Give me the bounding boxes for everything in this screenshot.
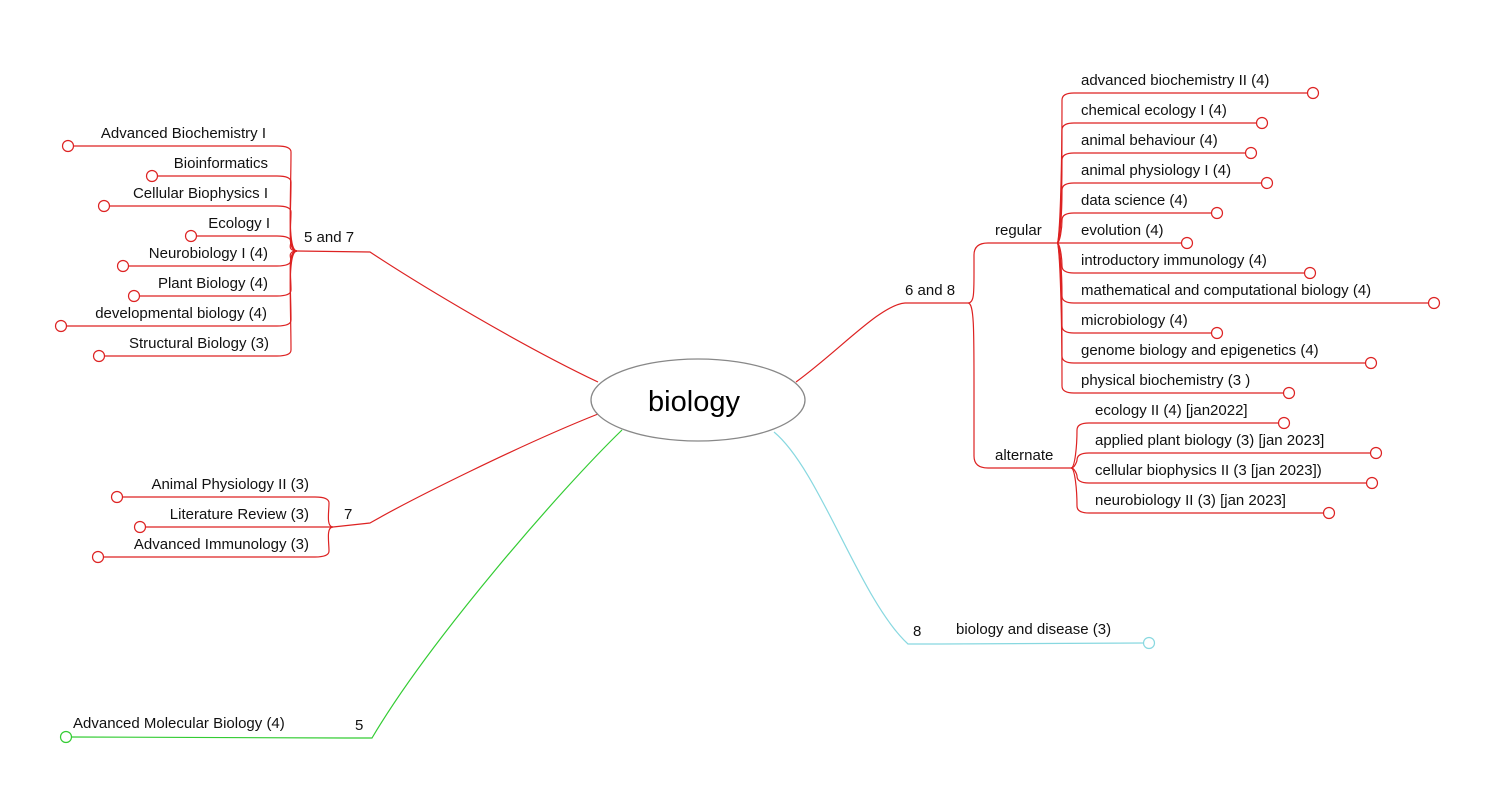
leaf-node-6-and-8[interactable]: introductory immunology (4) xyxy=(1081,252,1267,269)
leaf-node-6-and-8[interactable]: advanced biochemistry II (4) xyxy=(1081,72,1269,89)
collapse-knob-icon[interactable] xyxy=(1306,86,1320,100)
leaf-connector xyxy=(1056,242,1305,274)
collapse-knob-icon[interactable] xyxy=(61,139,75,153)
leaf-node-6-and-8[interactable]: ecology II (4) [jan2022] xyxy=(1095,402,1248,419)
leaf-connector xyxy=(1070,452,1371,469)
branch-connector-5 xyxy=(70,429,623,739)
branch-connector-6-and-8 xyxy=(795,302,968,383)
collapse-knob-icon[interactable] xyxy=(1260,176,1274,190)
leaf-node-5-and-7[interactable]: Neurobiology I (4) xyxy=(149,245,268,262)
leaf-node-6-and-8[interactable]: evolution (4) xyxy=(1081,222,1164,239)
leaf-connector xyxy=(1056,182,1262,244)
collapse-knob-icon[interactable] xyxy=(1244,146,1258,160)
mindmap-nodes: 5 and 7 Advanced Biochemistry I Bioinforma… xyxy=(54,72,1441,744)
collapse-knob-icon[interactable] xyxy=(59,730,73,744)
collapse-knob-icon[interactable] xyxy=(1303,266,1317,280)
branch-label-5-and-7[interactable]: 5 and 7 xyxy=(304,229,354,246)
leaf-node-6-and-8[interactable]: neurobiology II (3) [jan 2023] xyxy=(1095,492,1286,509)
leaf-node-6-and-8[interactable]: cellular biophysics II (3 [jan 2023]) xyxy=(1095,462,1322,479)
subgroup-label[interactable]: regular xyxy=(995,222,1042,239)
collapse-knob-icon[interactable] xyxy=(1180,236,1194,250)
collapse-knob-icon[interactable] xyxy=(1369,446,1383,460)
leaf-node-6-and-8[interactable]: microbiology (4) xyxy=(1081,312,1188,329)
leaf-node-6-and-8[interactable]: chemical ecology I (4) xyxy=(1081,102,1227,119)
collapse-knob-icon[interactable] xyxy=(1210,206,1224,220)
leaf-node-8[interactable]: biology and disease (3) xyxy=(956,621,1111,638)
branch-connector-5-and-7 xyxy=(296,250,599,383)
collapse-knob-icon[interactable] xyxy=(1427,296,1441,310)
subgroup-connector xyxy=(967,302,1071,469)
leaf-node-5-and-7[interactable]: developmental biology (4) xyxy=(95,305,267,322)
leaf-node-5-and-7[interactable]: Advanced Biochemistry I xyxy=(101,125,266,142)
leaf-node-6-and-8[interactable]: animal physiology I (4) xyxy=(1081,162,1231,179)
leaf-connector xyxy=(104,250,298,357)
leaf-connector xyxy=(109,205,298,252)
branch-connector-7 xyxy=(332,413,599,528)
leaf-node-5-and-7[interactable]: Bioinformatics xyxy=(174,155,268,172)
leaf-connector xyxy=(103,526,334,558)
leaf-node-5-and-7[interactable]: Cellular Biophysics I xyxy=(133,185,268,202)
leaf-connector xyxy=(1056,242,1284,394)
collapse-knob-icon[interactable] xyxy=(91,550,105,564)
collapse-knob-icon[interactable] xyxy=(1365,476,1379,490)
leaf-node-6-and-8[interactable]: animal behaviour (4) xyxy=(1081,132,1218,149)
collapse-knob-icon[interactable] xyxy=(1210,326,1224,340)
leaf-connector xyxy=(1056,212,1212,244)
leaf-node-5-and-7[interactable]: Ecology I xyxy=(208,215,270,232)
collapse-knob-icon[interactable] xyxy=(127,289,141,303)
leaf-node-6-and-8[interactable]: mathematical and computational biology (… xyxy=(1081,282,1371,299)
leaf-node-5-and-7[interactable]: Plant Biology (4) xyxy=(158,275,268,292)
collapse-knob-icon[interactable] xyxy=(54,319,68,333)
branch-label-5[interactable]: 5 xyxy=(355,717,363,734)
collapse-knob-icon[interactable] xyxy=(1277,416,1291,430)
leaf-node-7[interactable]: Literature Review (3) xyxy=(170,506,309,523)
collapse-knob-icon[interactable] xyxy=(1364,356,1378,370)
mindmap-connectors xyxy=(66,92,1429,739)
subgroup-label[interactable]: alternate xyxy=(995,447,1053,464)
branch-connector-8 xyxy=(773,431,1145,645)
leaf-connector xyxy=(1070,467,1367,484)
collapse-knob-icon[interactable] xyxy=(184,229,198,243)
leaf-node-5[interactable]: Advanced Molecular Biology (4) xyxy=(73,715,285,732)
central-node-ellipse xyxy=(590,358,806,442)
collapse-knob-icon[interactable] xyxy=(110,490,124,504)
leaf-node-7[interactable]: Advanced Immunology (3) xyxy=(134,536,309,553)
subgroup-connector xyxy=(967,242,1057,304)
branch-label-8[interactable]: 8 xyxy=(913,623,921,640)
collapse-knob-icon[interactable] xyxy=(1282,386,1296,400)
leaf-connector xyxy=(1070,422,1279,469)
leaf-node-7[interactable]: Animal Physiology II (3) xyxy=(151,476,309,493)
collapse-knob-icon[interactable] xyxy=(97,199,111,213)
leaf-node-6-and-8[interactable]: data science (4) xyxy=(1081,192,1188,209)
collapse-knob-icon[interactable] xyxy=(133,520,147,534)
branch-label-6-and-8[interactable]: 6 and 8 xyxy=(905,282,955,299)
collapse-knob-icon[interactable] xyxy=(1255,116,1269,130)
central-node[interactable]: biology xyxy=(590,358,806,442)
collapse-knob-icon[interactable] xyxy=(1142,636,1156,650)
leaf-node-5-and-7[interactable]: Structural Biology (3) xyxy=(129,335,269,352)
branch-label-7[interactable]: 7 xyxy=(344,506,352,523)
central-node-label: biology xyxy=(648,386,740,418)
leaf-node-6-and-8[interactable]: applied plant biology (3) [jan 2023] xyxy=(1095,432,1324,449)
collapse-knob-icon[interactable] xyxy=(145,169,159,183)
collapse-knob-icon[interactable] xyxy=(116,259,130,273)
leaf-connector xyxy=(1070,467,1324,514)
collapse-knob-icon[interactable] xyxy=(92,349,106,363)
leaf-connector xyxy=(139,250,298,297)
collapse-knob-icon[interactable] xyxy=(1322,506,1336,520)
leaf-node-6-and-8[interactable]: physical biochemistry (3 ) xyxy=(1081,372,1250,389)
leaf-connector xyxy=(122,496,334,528)
leaf-connector xyxy=(196,235,298,252)
leaf-node-6-and-8[interactable]: genome biology and epigenetics (4) xyxy=(1081,342,1319,359)
